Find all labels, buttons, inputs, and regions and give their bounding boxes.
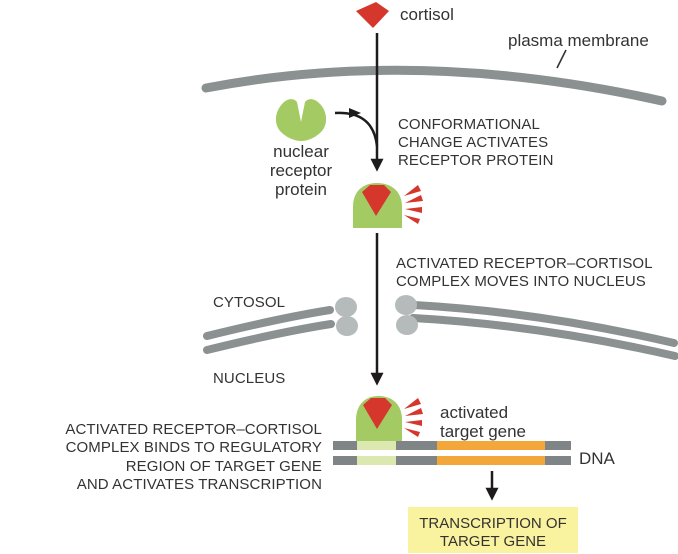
step3-caption: ACTIVATED RECEPTOR–CORTISOL COMPLEX BIND…: [65, 421, 322, 493]
step2-caption: ACTIVATED RECEPTOR–CORTISOL COMPLEX MOVE…: [396, 255, 653, 290]
plasma-membrane-curve: [201, 65, 667, 106]
nuclear-pore-right-icon: [395, 295, 418, 335]
svg-text:AND ACTIVATES TRANSCRIPTION: AND ACTIVATES TRANSCRIPTION: [77, 476, 322, 493]
nuclear-envelope-right-outer: [410, 301, 678, 347]
svg-text:CONFORMATIONAL: CONFORMATIONAL: [398, 116, 540, 133]
regulatory-region-top: [357, 441, 396, 450]
svg-text:ACTIVATED RECEPTOR–CORTISOL: ACTIVATED RECEPTOR–CORTISOL: [65, 421, 322, 438]
svg-text:REGION OF TARGET GENE: REGION OF TARGET GENE: [126, 458, 322, 475]
svg-text:COMPLEX BINDS TO REGULATORY: COMPLEX BINDS TO REGULATORY: [66, 439, 322, 456]
activation-burst-icon: [404, 398, 423, 437]
nuclear-envelope-left-inner: [203, 320, 335, 354]
activated-receptor-complex-icon: [353, 183, 423, 228]
activation-burst-icon: [404, 185, 423, 224]
nuclear-receptor-label: nuclear receptor protein: [270, 142, 333, 199]
svg-text:receptor: receptor: [270, 161, 333, 180]
svg-text:TRANSCRIPTION OF: TRANSCRIPTION OF: [419, 515, 567, 532]
svg-text:TARGET GENE: TARGET GENE: [440, 533, 546, 550]
cytosol-label: CYTOSOL: [213, 294, 285, 311]
nuclear-pore-left-icon: [335, 297, 358, 336]
nuclear-envelope-left-outer: [203, 306, 334, 340]
svg-text:ACTIVATED RECEPTOR–CORTISOL: ACTIVATED RECEPTOR–CORTISOL: [396, 255, 653, 272]
activated-target-gene-label: activated target gene: [440, 403, 526, 441]
regulatory-region-bottom: [357, 456, 396, 465]
svg-text:target gene: target gene: [440, 422, 526, 441]
plasma-membrane-pointer-line: [556, 49, 567, 69]
transcription-result-label: TRANSCRIPTION OF TARGET GENE: [419, 515, 567, 550]
cortisol-icon: [356, 2, 389, 28]
dna-strands: [333, 441, 571, 465]
nuclear-envelope-right-inner: [409, 314, 678, 360]
svg-text:nuclear: nuclear: [273, 142, 329, 161]
step1-caption: CONFORMATIONAL CHANGE ACTIVATES RECEPTOR…: [398, 116, 554, 169]
receptor-join-arrowhead: [349, 108, 361, 118]
dna-label: DNA: [579, 449, 616, 468]
transcription-result-box: [408, 507, 578, 553]
svg-text:RECEPTOR PROTEIN: RECEPTOR PROTEIN: [398, 152, 554, 169]
svg-text:CHANGE ACTIVATES: CHANGE ACTIVATES: [398, 134, 548, 151]
nucleus-label: NUCLEUS: [213, 370, 285, 387]
nuclear-receptor-icon: [275, 99, 327, 141]
plasma-membrane-label: plasma membrane: [508, 31, 649, 50]
target-gene-region-bottom: [437, 456, 545, 465]
svg-text:activated: activated: [440, 403, 508, 422]
cortisol-label: cortisol: [400, 5, 454, 24]
dna-bound-receptor-complex-icon: [356, 396, 423, 441]
receptor-join-arrow: [334, 111, 379, 147]
svg-text:protein: protein: [275, 180, 327, 199]
target-gene-region-top: [437, 441, 545, 450]
svg-text:COMPLEX MOVES INTO NUCLEUS: COMPLEX MOVES INTO NUCLEUS: [396, 273, 646, 290]
